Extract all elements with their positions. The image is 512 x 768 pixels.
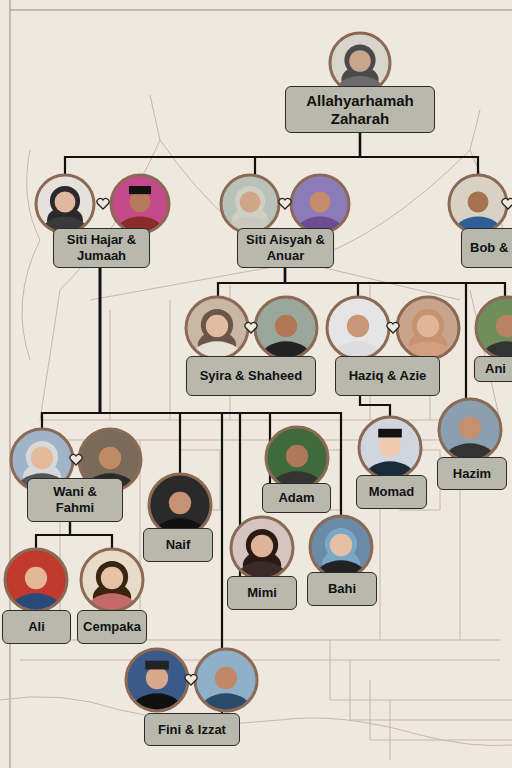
name-box: Ali bbox=[2, 610, 71, 644]
family-line bbox=[285, 268, 505, 356]
heart-symbol bbox=[279, 198, 291, 209]
family-line bbox=[100, 268, 240, 576]
heart-symbol bbox=[185, 674, 197, 685]
heart-symbol bbox=[387, 322, 399, 333]
name-text: Allahyarhamah Zaharah bbox=[291, 92, 429, 128]
name-box: Adam bbox=[262, 483, 331, 513]
name-text: Bob & bbox=[470, 240, 508, 256]
name-box: Mimi bbox=[227, 576, 297, 610]
name-box: Syira & Shaheed bbox=[186, 356, 316, 396]
name-box: Fini & Izzat bbox=[144, 713, 240, 746]
name-text: Ali bbox=[28, 619, 45, 635]
name-box: Siti Hajar & Jumaah bbox=[53, 228, 150, 268]
name-box: Ani bbox=[474, 356, 512, 382]
name-text: Adam bbox=[278, 490, 314, 506]
name-text: Haziq & Azie bbox=[349, 368, 427, 384]
name-box: Wani & Fahmi bbox=[27, 478, 123, 522]
heart-symbol bbox=[245, 322, 257, 333]
name-box: Allahyarhamah Zaharah bbox=[285, 86, 435, 133]
name-text: Wani & Fahmi bbox=[46, 484, 104, 515]
name-box: Siti Aisyah & Anuar bbox=[237, 228, 334, 268]
name-box: Hazim bbox=[437, 457, 507, 490]
name-text: Siti Hajar & Jumaah bbox=[59, 232, 144, 263]
name-text: Cempaka bbox=[83, 619, 141, 635]
name-text: Mimi bbox=[247, 585, 277, 601]
family-line bbox=[100, 268, 341, 572]
name-box: Naif bbox=[143, 528, 213, 562]
heart-symbol bbox=[502, 198, 512, 209]
name-text: Ani bbox=[485, 361, 506, 377]
name-text: Hazim bbox=[453, 466, 491, 482]
name-box: Bob & bbox=[461, 228, 512, 268]
name-text: Fini & Izzat bbox=[158, 722, 226, 738]
name-box: Bahi bbox=[307, 572, 377, 606]
name-box: Momad bbox=[356, 475, 427, 509]
heart-symbol bbox=[70, 454, 82, 465]
name-text: Bahi bbox=[328, 581, 356, 597]
name-box: Haziq & Azie bbox=[335, 356, 440, 396]
heart-symbol bbox=[97, 198, 109, 209]
name-text: Momad bbox=[369, 484, 415, 500]
name-text: Siti Aisyah & Anuar bbox=[243, 232, 328, 263]
name-text: Syira & Shaheed bbox=[200, 368, 303, 384]
name-box: Cempaka bbox=[77, 610, 147, 644]
name-text: Naif bbox=[166, 537, 191, 553]
